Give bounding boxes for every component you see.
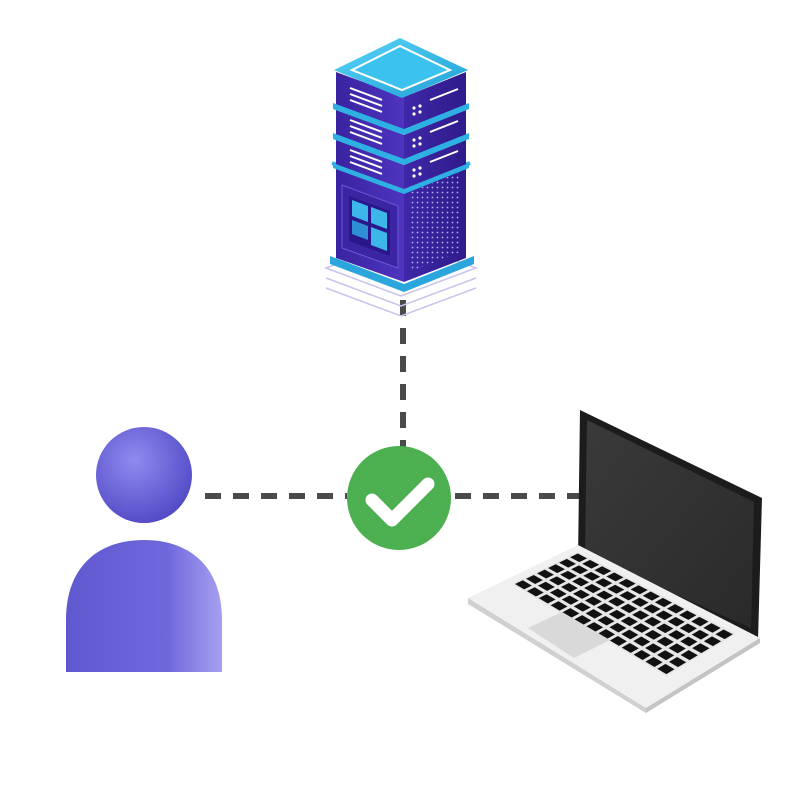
laptop-icon (468, 410, 762, 713)
laptop-key (608, 609, 626, 620)
laptop-key (548, 564, 565, 574)
laptop-key (537, 569, 554, 579)
verified-badge (347, 446, 451, 550)
laptop-key (586, 622, 604, 632)
laptop-key (550, 601, 568, 611)
laptop-key (609, 622, 627, 633)
connectors (205, 300, 585, 499)
laptop-trackpad (528, 612, 610, 658)
laptop-key (572, 577, 590, 587)
laptop-key (703, 636, 722, 647)
laptop-key (668, 643, 686, 654)
laptop-key (657, 650, 675, 661)
laptop-key (644, 616, 662, 627)
laptop-key (692, 643, 710, 654)
server-icon (323, 38, 479, 317)
laptop-key (594, 566, 612, 576)
laptop-key (515, 580, 532, 590)
laptop-key (606, 572, 624, 582)
user-body (66, 540, 222, 672)
laptop-screen (585, 420, 754, 628)
laptop-key (596, 590, 614, 600)
laptop-key (561, 595, 579, 605)
user-head (96, 427, 192, 523)
check-circle (347, 446, 451, 550)
laptop-key (645, 656, 663, 668)
laptop-key (633, 636, 651, 647)
laptop-key (679, 623, 697, 634)
laptop-key (570, 553, 588, 563)
laptop-key (560, 583, 578, 593)
laptop-key (666, 604, 685, 614)
laptop-key (584, 596, 602, 606)
laptop-key (549, 588, 567, 598)
laptop-key (621, 629, 639, 640)
laptop-key (537, 581, 555, 591)
laptop-key (691, 616, 709, 627)
laptop-key (620, 603, 638, 614)
checkmark-icon (365, 477, 435, 527)
server-rack-unit-3 (333, 140, 469, 194)
laptop-key (560, 570, 577, 580)
laptop-key (582, 559, 600, 569)
laptop-key (538, 594, 556, 604)
laptop-key (715, 629, 733, 640)
laptop-key (584, 584, 602, 594)
laptop-key (608, 597, 626, 607)
laptop-key (633, 649, 651, 660)
laptop-key (630, 585, 648, 595)
laptop-key (607, 584, 625, 594)
laptop-key (598, 629, 616, 639)
laptop-key (571, 565, 589, 575)
laptop-key (631, 597, 649, 607)
server-mesh (410, 172, 460, 272)
laptop-key (632, 623, 650, 633)
server-rack-unit-1 (333, 72, 469, 135)
laptop-key (691, 629, 710, 640)
laptop-key (609, 636, 627, 646)
laptop-key (643, 604, 661, 614)
laptop-key (654, 597, 673, 608)
laptop-key (562, 608, 580, 618)
laptop-key (585, 609, 603, 619)
laptop-key (559, 558, 576, 568)
laptop-key (657, 663, 675, 675)
laptop-key (595, 578, 613, 588)
user-icon (66, 427, 222, 672)
laptop-key (644, 630, 662, 640)
laptop-key (596, 603, 614, 613)
laptop-key (642, 591, 660, 601)
laptop-key (621, 643, 639, 653)
laptop-key (703, 623, 721, 633)
laptop-key (597, 615, 615, 626)
laptop-key (632, 610, 650, 620)
laptop-key (656, 636, 674, 647)
laptop-key (655, 610, 673, 620)
laptop-key (679, 610, 697, 620)
laptop-key (574, 615, 592, 625)
laptop-key (583, 571, 601, 581)
laptop-keys (515, 553, 733, 675)
laptop-key (573, 602, 591, 612)
laptop-key (526, 574, 543, 584)
laptop-key (667, 617, 685, 627)
laptop-key (668, 657, 687, 668)
laptop-key (572, 589, 590, 599)
laptop-key (645, 643, 663, 654)
laptop-key (620, 616, 638, 627)
laptop-key (668, 630, 686, 640)
laptop-key (549, 576, 566, 586)
laptop-key (680, 636, 698, 647)
laptop-key (656, 623, 674, 634)
laptop-key (619, 591, 637, 601)
laptop-key (526, 587, 544, 597)
laptop-key (618, 578, 636, 588)
laptop-key (680, 650, 698, 661)
server-rack-unit-2 (333, 110, 469, 165)
